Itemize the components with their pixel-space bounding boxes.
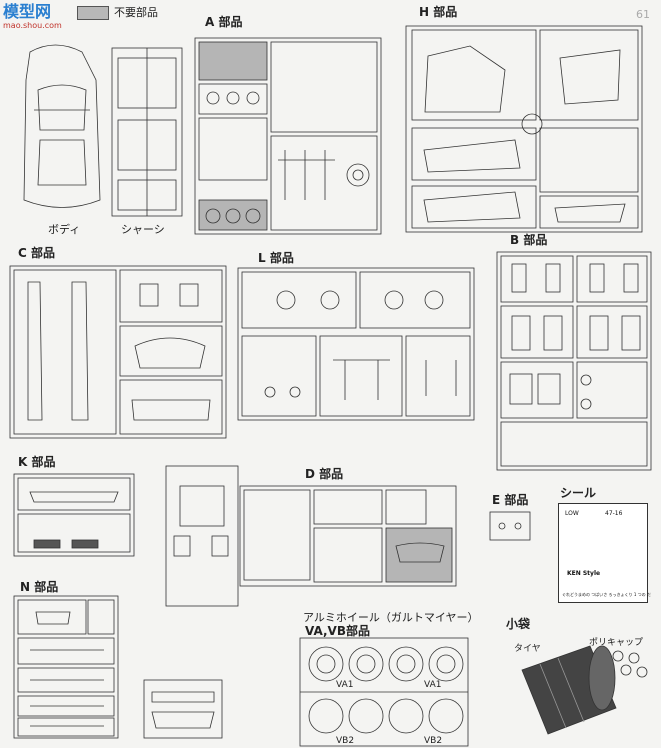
group-label-bag: 小袋 [506, 617, 531, 631]
runner-e [489, 511, 531, 541]
group-label-l: L 部品 [258, 251, 294, 265]
group-label-a: A 部品 [205, 15, 243, 29]
runner-b [496, 251, 652, 471]
runner-l [237, 267, 475, 421]
group-label-chassis: シャーシ [121, 223, 165, 236]
wheel-label-va1-a: VA1 [336, 680, 354, 690]
decal-text-plate: 47-16 [605, 510, 623, 517]
runner-n [13, 595, 119, 739]
group-label-n: N 部品 [20, 580, 59, 594]
group-label-b: B 部品 [510, 233, 548, 247]
group-label-vavb: VA,VB部品 [305, 624, 370, 638]
runner-c [9, 265, 227, 439]
page-number: 61 [636, 8, 650, 21]
unused-parts-label: 不要部品 [114, 6, 158, 19]
group-label-e: E 部品 [492, 493, 529, 507]
decal-text-note: ぐれどうまめの つばいさ ろっきょくり 1 つの だ [562, 592, 651, 597]
group-label-seal: シール [560, 486, 597, 500]
group-label-c: C 部品 [18, 246, 55, 260]
runner-h [405, 25, 643, 233]
site-logo-name: 模型网 [3, 2, 52, 21]
wheels-note: アルミホイール（ガルトマイヤー） [303, 611, 479, 624]
wheel-runner [299, 637, 469, 747]
wheel-label-vb2-a: VB2 [336, 736, 355, 746]
runner-a [194, 37, 382, 235]
runner-k [13, 473, 135, 557]
runner-d [239, 485, 457, 587]
unused-parts-swatch [77, 6, 109, 20]
site-logo-url: mao.shou.com [3, 21, 62, 30]
interior-tub-part [165, 465, 239, 607]
polycap-set [612, 650, 648, 678]
group-label-k: K 部品 [18, 455, 56, 469]
decal-text-low: LOW [565, 510, 579, 517]
tire-set [521, 645, 617, 735]
decal-text-brand: KEN Style [567, 570, 601, 577]
wheel-label-va1-b: VA1 [424, 680, 442, 690]
group-label-h: H 部品 [419, 5, 458, 19]
group-label-d: D 部品 [305, 467, 344, 481]
tire-label: タイヤ [514, 644, 541, 654]
polycap-label: ポリキャップ [589, 638, 644, 648]
front-bumper-part [143, 679, 223, 739]
wheel-label-vb2-b: VB2 [424, 736, 443, 746]
decal-sheet: LOW 47-16 KEN Style ぐれどうまめの つばいさ ろっきょくり … [558, 503, 651, 603]
chassis-part [111, 47, 183, 217]
group-label-body: ボディ [48, 223, 81, 236]
car-body-shell [23, 44, 101, 208]
site-logo: 模型网 mao.shou.com [3, 3, 71, 35]
